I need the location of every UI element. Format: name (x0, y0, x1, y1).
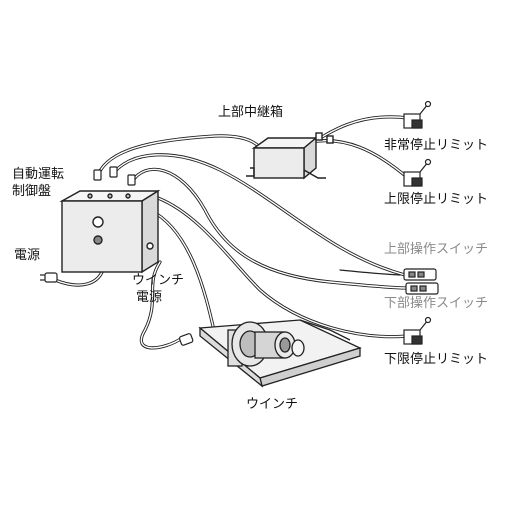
winch-power-label-line1: ウインチ (132, 273, 185, 288)
winch-machine (198, 319, 362, 388)
junction-box (246, 132, 334, 180)
power-plug-icon (40, 272, 58, 283)
limit-switch-icon (403, 100, 432, 345)
cable-winch-power (139, 260, 184, 350)
upper-limit-stop-label: 上限停止リミット (384, 192, 489, 207)
power-label: 電源 (14, 248, 41, 263)
operation-switch-icon (403, 268, 439, 295)
plug-icon (93, 166, 136, 186)
control-panel-box (59, 189, 161, 274)
winch-power-label-line2: 電源 (136, 290, 163, 305)
lower-limit-stop-label: 下限停止リミット (384, 352, 489, 367)
control-panel-label-line2: 制御盤 (12, 184, 52, 199)
winch-label: ウインチ (246, 397, 299, 412)
cable-panel-to-winch (148, 208, 217, 337)
cable-panel-to-junction (95, 134, 264, 180)
cable-upper-switch-tail (339, 269, 401, 276)
cable-panel-to-upper-switch (110, 153, 407, 277)
winch-plug-icon (178, 333, 194, 346)
cable-panel-to-lower-switch (130, 167, 410, 290)
cable-junction-to-upper-limit (308, 139, 410, 180)
control-panel-label-line1: 自動運転 (12, 167, 65, 182)
junction-box-label: 上部中継箱 (218, 105, 284, 120)
lower-switch-label: 下部操作スイッチ (384, 296, 489, 311)
cable-panel-to-lower-limit (156, 196, 410, 339)
upper-switch-label: 上部操作スイッチ (384, 242, 489, 257)
emergency-stop-limit-label: 非常停止リミット (384, 138, 489, 153)
